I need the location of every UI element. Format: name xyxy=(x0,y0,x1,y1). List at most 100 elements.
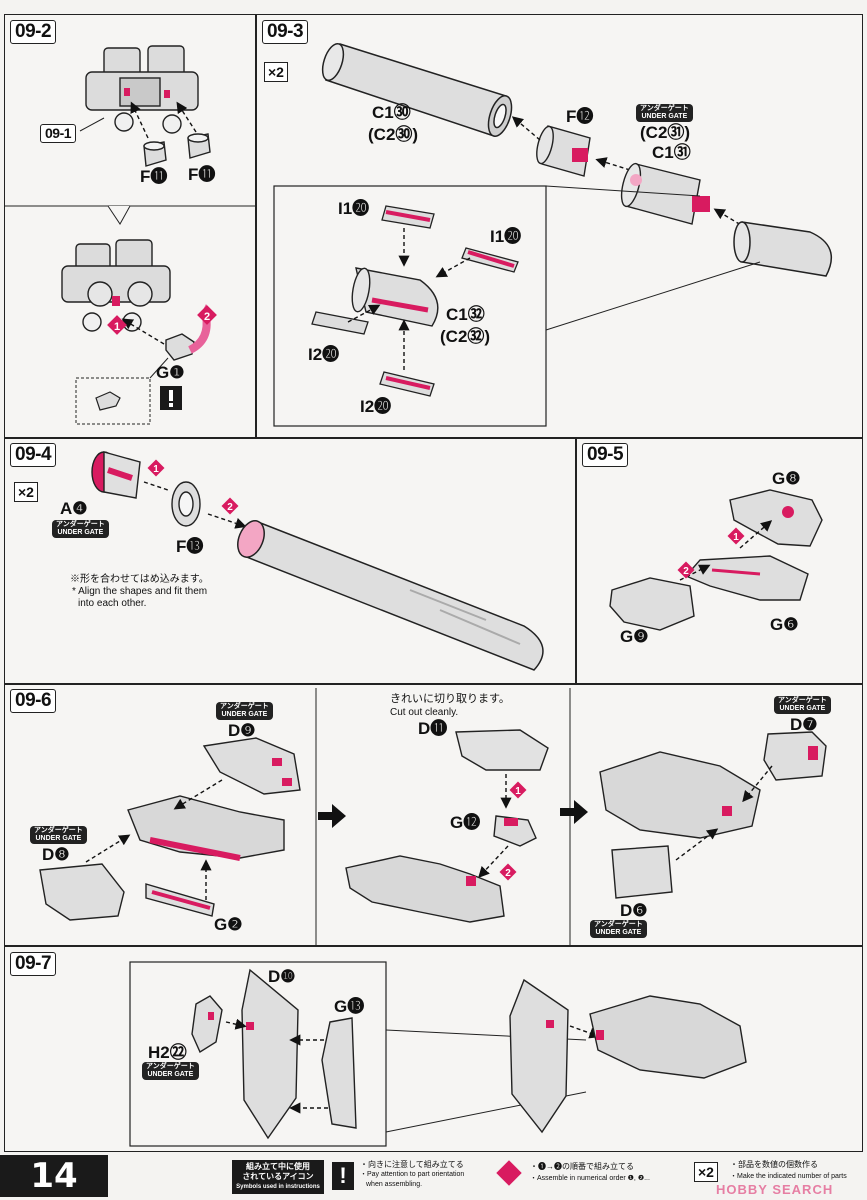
assembly-09-6-mid xyxy=(345,855,505,923)
label-d6: D❻ xyxy=(620,901,648,920)
part-i2-20-a xyxy=(311,311,369,335)
icons-legend-jp-1: 組み立て中に使用 xyxy=(246,1162,310,1171)
step-label-09-7: 09-7 xyxy=(10,952,57,976)
under-gate-jp: アンダーゲート xyxy=(146,1063,195,1070)
under-gate-jp: アンダーゲート xyxy=(778,697,827,704)
part-i2-20-b xyxy=(379,371,435,397)
label-c1-31: C1㉛ xyxy=(652,143,691,162)
part-g1 xyxy=(165,333,195,361)
part-d7 xyxy=(763,731,827,781)
label-f12: F⓬ xyxy=(566,107,594,126)
note-align-jp: ※形を合わせてはめ込みます。 xyxy=(70,574,209,585)
under-gate-en: UNDER GATE xyxy=(641,113,688,120)
label-f11-b: F⓫ xyxy=(188,165,216,184)
shield-assembled xyxy=(509,978,569,1134)
label-d8: D❽ xyxy=(42,845,70,864)
svg-text:2: 2 xyxy=(204,311,210,323)
next-arrow-1 xyxy=(318,804,346,828)
label-g13: G⓭ xyxy=(334,997,365,1016)
order-legend-jp: ・❶→❷の順番で組み立てる xyxy=(530,1162,634,1171)
count-legend-icon: ×2 xyxy=(694,1162,718,1182)
under-gate-jp: アンダーゲート xyxy=(640,105,689,112)
assembly-09-6-right xyxy=(599,751,761,839)
part-g2 xyxy=(145,883,215,917)
svg-text:1: 1 xyxy=(114,321,120,333)
orient-legend-en-2: when assembling. xyxy=(366,1181,423,1188)
multiplier-badge-09-3: ×2 xyxy=(264,62,288,82)
part-g8 xyxy=(729,489,823,547)
label-i2-20-b: I2⓴ xyxy=(360,397,392,416)
part-a4 xyxy=(91,451,141,499)
part-d9 xyxy=(202,737,301,795)
orient-legend-jp: ・向きに注意して組み立てる xyxy=(360,1160,464,1169)
under-gate-jp: アンダーゲート xyxy=(594,921,643,928)
label-h2-22: H2㉒ xyxy=(148,1043,187,1062)
step-label-09-4: 09-4 xyxy=(10,443,57,467)
step-label-09-3: 09-3 xyxy=(262,20,309,44)
label-c2-32: (C2㉜) xyxy=(440,327,491,346)
part-d10 xyxy=(241,968,299,1140)
thruster-pack-bottom xyxy=(61,239,171,332)
label-c1-30: C1㉚ xyxy=(372,103,411,122)
under-gate-en: UNDER GATE xyxy=(595,929,642,936)
step-label-09-1-ref: 09-1 xyxy=(40,124,77,143)
label-c2-30: (C2㉚) xyxy=(368,125,419,144)
label-d9: D❾ xyxy=(228,721,256,740)
label-d7: D❼ xyxy=(790,715,818,734)
label-c2-31: (C2㉛) xyxy=(640,123,691,142)
order-marker-1 xyxy=(107,315,127,335)
svg-text:2: 2 xyxy=(683,566,689,577)
icons-legend-title: 組み立て中に使用 されているアイコン Symbols used in instr… xyxy=(232,1160,324,1194)
order-marker-09-4-2 xyxy=(221,497,239,515)
label-i1-20-a: I1⓴ xyxy=(338,199,370,218)
label-g1: G❶ xyxy=(156,363,185,382)
part-d6 xyxy=(611,845,673,899)
under-gate-en: UNDER GATE xyxy=(35,835,82,842)
part-g9 xyxy=(609,577,695,631)
orient-legend-en-1: ・Pay attention to part orientation xyxy=(360,1171,465,1178)
part-d11 xyxy=(455,729,549,771)
nose-cone xyxy=(733,221,832,277)
label-d11: D⓫ xyxy=(418,719,448,738)
under-gate-jp: アンダーゲート xyxy=(220,703,269,710)
step-label-09-2: 09-2 xyxy=(10,20,57,44)
multiplier-badge-09-4: ×2 xyxy=(14,482,38,502)
count-legend-jp: ・部品を数値の個数作る xyxy=(730,1160,818,1169)
under-gate-jp: アンダーゲート xyxy=(34,827,83,834)
watermark: HOBBY SEARCH xyxy=(716,1182,834,1197)
label-i1-20-b: I1⓴ xyxy=(490,227,522,246)
nozzle-f11-right xyxy=(187,133,211,159)
part-f12 xyxy=(536,125,591,177)
label-i2-20-a: I2⓴ xyxy=(308,345,340,364)
step-label-09-6: 09-6 xyxy=(10,689,57,713)
part-c1-31 xyxy=(620,162,710,225)
part-f13 xyxy=(171,481,201,527)
icons-legend-jp-2: されているアイコン xyxy=(242,1172,314,1181)
under-gate-jp: アンダーゲート xyxy=(56,521,105,528)
long-tube-c1-30 xyxy=(321,42,513,137)
thruster-pack-top xyxy=(85,45,199,134)
part-d8 xyxy=(39,863,125,921)
step-label-09-5: 09-5 xyxy=(582,443,629,467)
part-g13 xyxy=(321,1017,357,1129)
part-g6 xyxy=(684,555,809,601)
part-i1-20-a xyxy=(381,205,435,229)
label-g2: G❷ xyxy=(214,915,243,934)
note-align-en-1: * Align the shapes and fit them xyxy=(72,586,208,597)
caution-legend-icon: ! xyxy=(332,1162,354,1190)
next-arrow-2 xyxy=(560,800,588,824)
note-align-en-2: into each other. xyxy=(78,598,147,609)
under-gate-en: UNDER GATE xyxy=(57,529,104,536)
weapon-body-09-6 xyxy=(127,795,285,861)
svg-text:1: 1 xyxy=(153,464,159,475)
label-g12: G⓬ xyxy=(450,813,481,832)
order-marker-2 xyxy=(197,305,217,325)
